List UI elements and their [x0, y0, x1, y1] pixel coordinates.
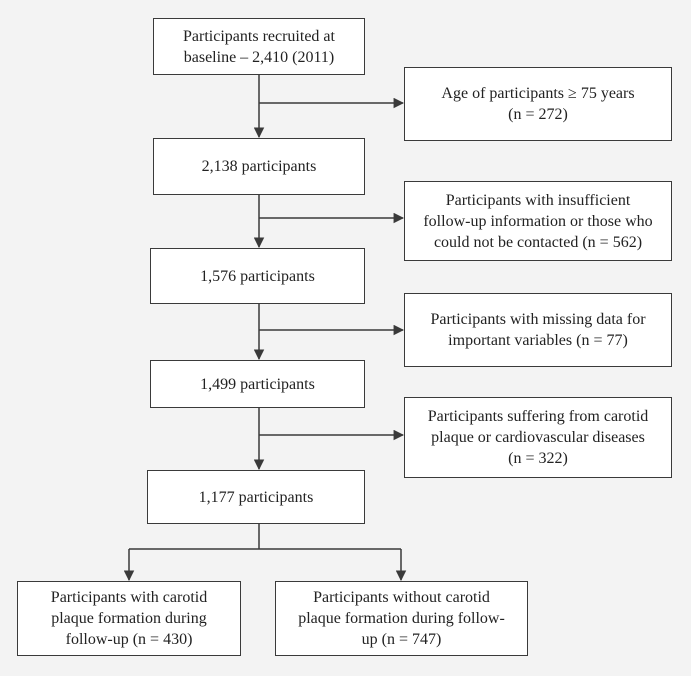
outcome-with-plaque: Participants with carotid plaque formati… [17, 581, 241, 656]
box-text-line: Age of participants ≥ 75 years [441, 85, 635, 102]
box-1499: 1,499 participants [150, 360, 365, 408]
exclusion-missing-data: Participants with missing data for impor… [404, 293, 672, 367]
box-text-line: Participants with insufficient [445, 191, 631, 209]
box-text-line: 1,499 participants [200, 375, 315, 393]
box-text-line: plaque formation during [51, 610, 207, 627]
box-1177: 1,177 participants [147, 470, 365, 524]
box-text-line: baseline – 2,410 (2011) [183, 48, 335, 66]
outcome-without-plaque: Participants without carotid plaque form… [275, 581, 528, 656]
exclusion-age: Age of participants ≥ 75 years (n = 272) [404, 67, 672, 141]
box-text-line: follow-up (n = 430) [65, 631, 193, 648]
box-text-line: important variables (n = 77) [448, 332, 628, 349]
box-text-line: could not be contacted (n = 562) [433, 233, 643, 251]
box-text-line: Participants with carotid [50, 589, 208, 606]
box-text-line: up (n = 747) [361, 631, 442, 648]
box-text-line: plaque or cardiovascular diseases [431, 429, 645, 446]
box-text-line: 1,576 participants [200, 267, 315, 285]
box-2138: 2,138 participants [153, 138, 365, 195]
box-text-line: (n = 322) [508, 450, 568, 467]
box-recruited: Participants recruited at baseline – 2,4… [153, 18, 365, 75]
exclusion-carotid-cvd: Participants suffering from carotid plaq… [404, 397, 672, 478]
box-text-line: (n = 272) [508, 106, 568, 123]
box-text-line: 1,177 participants [198, 488, 314, 506]
box-text-line: Participants recruited at [183, 27, 335, 45]
box-text-line: Participants with missing data for [430, 311, 646, 328]
box-text-line: Participants without carotid [313, 589, 490, 606]
box-text-line: Participants suffering from carotid [427, 408, 649, 425]
box-text-line: 2,138 participants [201, 158, 317, 175]
exclusion-followup: Participants with insufficient follow-up… [404, 181, 672, 261]
box-1576: 1,576 participants [150, 248, 365, 304]
box-text-line: plaque formation during follow- [298, 610, 505, 627]
box-text-line: follow-up information or those who [423, 212, 653, 230]
